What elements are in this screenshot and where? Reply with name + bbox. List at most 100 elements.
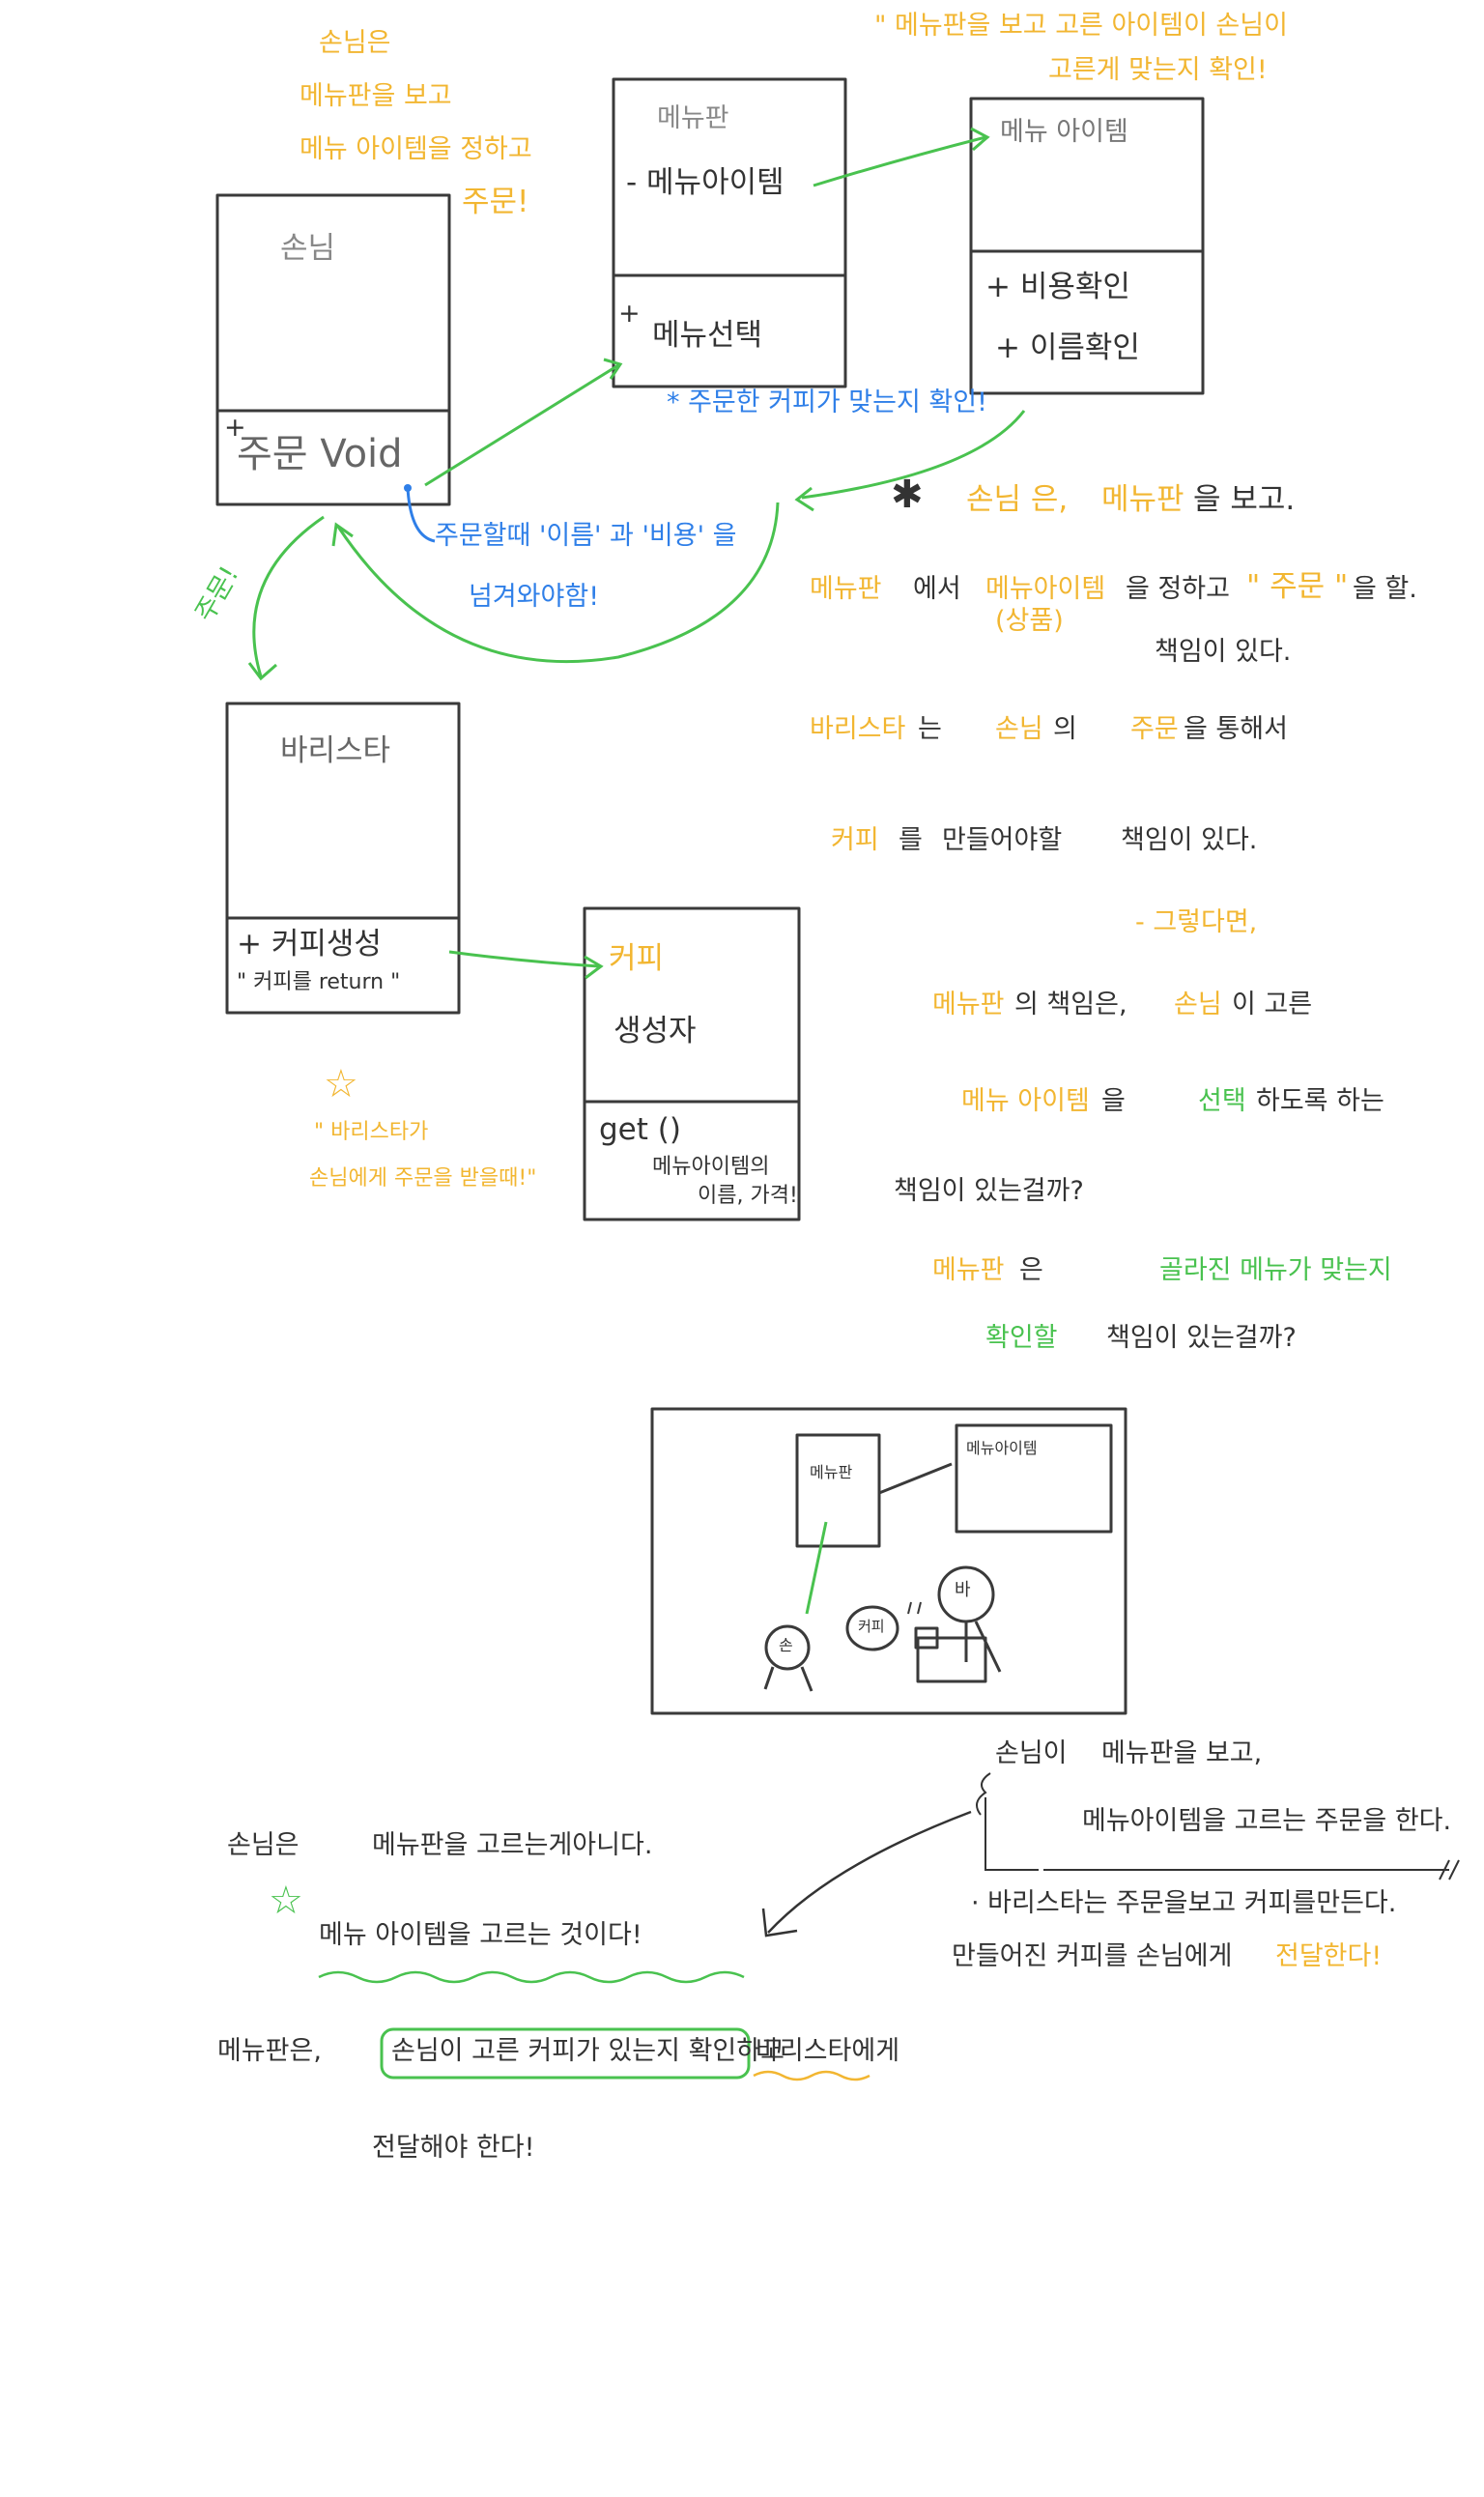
coffee-attr: 생성자: [614, 1014, 697, 1048]
resp-l7-a: 메뉴판: [932, 990, 1005, 1019]
bottom-curve-arrow: [767, 1810, 972, 1934]
note-top-right-1: " 메뉴판을 보고 고른 아이템이 손님이: [874, 11, 1288, 41]
menu-item-class-name: 메뉴 아이템: [1000, 117, 1128, 147]
resp-l5-c: 만들어야할: [942, 825, 1063, 855]
resp-l10-c: 골라진 메뉴가 맞는지: [1159, 1255, 1392, 1285]
resp-l8-d: 하도록 하는: [1256, 1086, 1384, 1116]
resp-l5-b: 를: [899, 825, 923, 855]
scene-counter: [916, 1636, 987, 1683]
scene-menu-label: 메뉴판: [810, 1463, 853, 1481]
menu-class-box: [612, 77, 847, 388]
coffee-class-name: 커피: [609, 941, 665, 976]
customer-class-name: 손님: [280, 231, 336, 266]
bottom-menu-line-a: 메뉴판은,: [217, 2036, 322, 2066]
resp-l3: 책임이 있다.: [1155, 637, 1292, 667]
coffee-op-note-1: 메뉴아이템의: [652, 1155, 770, 1179]
bottom-left-2: 메뉴 아이템을 고르는 것이다!: [319, 1920, 642, 1950]
coffee-op-note-2: 이름, 가격!: [698, 1184, 798, 1208]
barista-to-coffee-arrow: [448, 950, 600, 968]
item-to-menu-arrowhead: [794, 486, 814, 512]
menu-attr: - 메뉴아이템: [626, 165, 785, 200]
item-to-menu-arrow: [801, 410, 1026, 500]
bottom-curve-arrowhead: [761, 1908, 798, 1937]
customer-class-box: [215, 193, 451, 506]
menu-class-name: 메뉴판: [657, 103, 729, 133]
resp-l9: 책임이 있는걸까?: [894, 1176, 1084, 1206]
resp-l8-b: 을: [1101, 1086, 1126, 1116]
return-to-customer-arrow: [336, 502, 780, 664]
order-arrow-line: [424, 363, 619, 487]
scene-board-link: [878, 1462, 953, 1495]
resp-l2-d: 을 정하고: [1126, 574, 1230, 604]
menu-to-item-arrow: [813, 135, 986, 187]
barista-class-box: [225, 702, 461, 1015]
confirm-coffee-note: * 주문한 커피가 맞는지 확인!: [667, 387, 987, 417]
menu-item-op-2: + 이름확인: [995, 330, 1140, 365]
menu-to-item-arrowhead: [970, 127, 990, 152]
resp-l4-f: 을 통해서: [1184, 714, 1288, 744]
bottom-right-1b: 메뉴판을 보고,: [1101, 1738, 1263, 1768]
return-to-customer-arrowhead: [331, 522, 354, 547]
barista-note-1: " 바리스타가: [314, 1120, 429, 1144]
menu-item-op-1: + 비용확인: [985, 270, 1130, 304]
barista-class-name: 바리스타: [280, 733, 391, 768]
wavy-underline-green: [318, 1970, 745, 1984]
resp-l1-a: 손님 은,: [966, 482, 1069, 517]
resp-l4-e: 주문: [1130, 714, 1179, 744]
menu-item-class-box: [969, 97, 1205, 395]
bottom-left-1a: 손님은: [227, 1830, 300, 1860]
resp-l4-b: 는: [918, 714, 942, 744]
resp-l1-c: 을 보고.: [1193, 482, 1296, 517]
bottom-menu-line-c: 바리스타에게: [756, 2036, 900, 2066]
resp-l7-c: 손님: [1174, 990, 1222, 1019]
resp-l2-b: 에서: [913, 574, 961, 604]
name-price-note-2: 넘겨와야함!: [469, 582, 600, 612]
barista-star: ☆: [324, 1062, 358, 1106]
resp-l5-d: 책임이 있다.: [1121, 825, 1258, 855]
bottom-bracket: [985, 1797, 1039, 1871]
note-top-left-4: 주문!: [462, 185, 529, 219]
scene-coffee-bubble: [845, 1605, 899, 1651]
resp-l2-f: 을 할.: [1353, 574, 1417, 604]
resp-l2-a: 메뉴판: [810, 574, 882, 604]
customer-to-barista-arrowhead: [247, 662, 277, 681]
scene-gaze-line: [805, 1521, 828, 1615]
resp-l2-sub: (상품): [995, 606, 1064, 636]
barista-note-2: 손님에게 주문을 받을때!": [309, 1166, 537, 1191]
scene-cup: [914, 1626, 939, 1650]
coffee-class-box: [583, 906, 801, 1221]
name-price-note: 주문할때 '이름' 과 '비용' 을: [435, 521, 737, 551]
resp-l7-b: 의 책임은,: [1014, 990, 1127, 1019]
note-top-left-3: 메뉴 아이템을 정하고: [300, 134, 532, 164]
highlight-box: [380, 2027, 751, 2080]
bottom-last: 전달해야 한다!: [372, 2133, 535, 2163]
order-arrow-head: [603, 358, 623, 380]
resp-l10-b: 은: [1019, 1255, 1043, 1285]
note-top-right-2: 고른게 맞는지 확인!: [1048, 55, 1268, 85]
bottom-right-4b: 전달한다!: [1275, 1941, 1383, 1971]
customer-op-sign: +: [224, 413, 246, 443]
resp-l4-a: 바리스타: [810, 714, 906, 744]
resp-l5-a: 커피: [831, 825, 879, 855]
bottom-right-2: 메뉴아이템을 고르는 주문을 한다.: [1082, 1806, 1452, 1836]
bottom-left-star: ☆: [269, 1879, 303, 1923]
bottom-menu-line-b: 손님이 고른 커피가 있는지 확인하고: [391, 2036, 785, 2066]
resp-l2-e: " 주문 ": [1246, 569, 1349, 604]
customer-op: 주문 Void: [237, 432, 403, 476]
resp-l11-a: 확인할: [985, 1323, 1058, 1353]
bottom-right-1a: 손님이: [995, 1738, 1068, 1768]
scene-barista-label: 바: [955, 1580, 971, 1600]
resp-l11-b: 책임이 있는걸까?: [1106, 1323, 1297, 1353]
resp-l1-b: 메뉴판: [1101, 482, 1184, 517]
coffee-op: get (): [599, 1112, 681, 1147]
resp-l8-c: 선택: [1198, 1086, 1246, 1116]
scene-customer-label: 손: [779, 1636, 793, 1654]
scene-customer-head: [764, 1624, 811, 1671]
resp-l2-c: 메뉴아이템: [985, 574, 1106, 604]
resp-l10-a: 메뉴판: [932, 1255, 1005, 1285]
note-top-left-1: 손님은: [319, 28, 391, 58]
scene-menu-item-label: 메뉴아이템: [966, 1439, 1038, 1457]
barista-op: + 커피생성: [237, 927, 382, 961]
menu-op: 메뉴선택: [652, 318, 763, 353]
